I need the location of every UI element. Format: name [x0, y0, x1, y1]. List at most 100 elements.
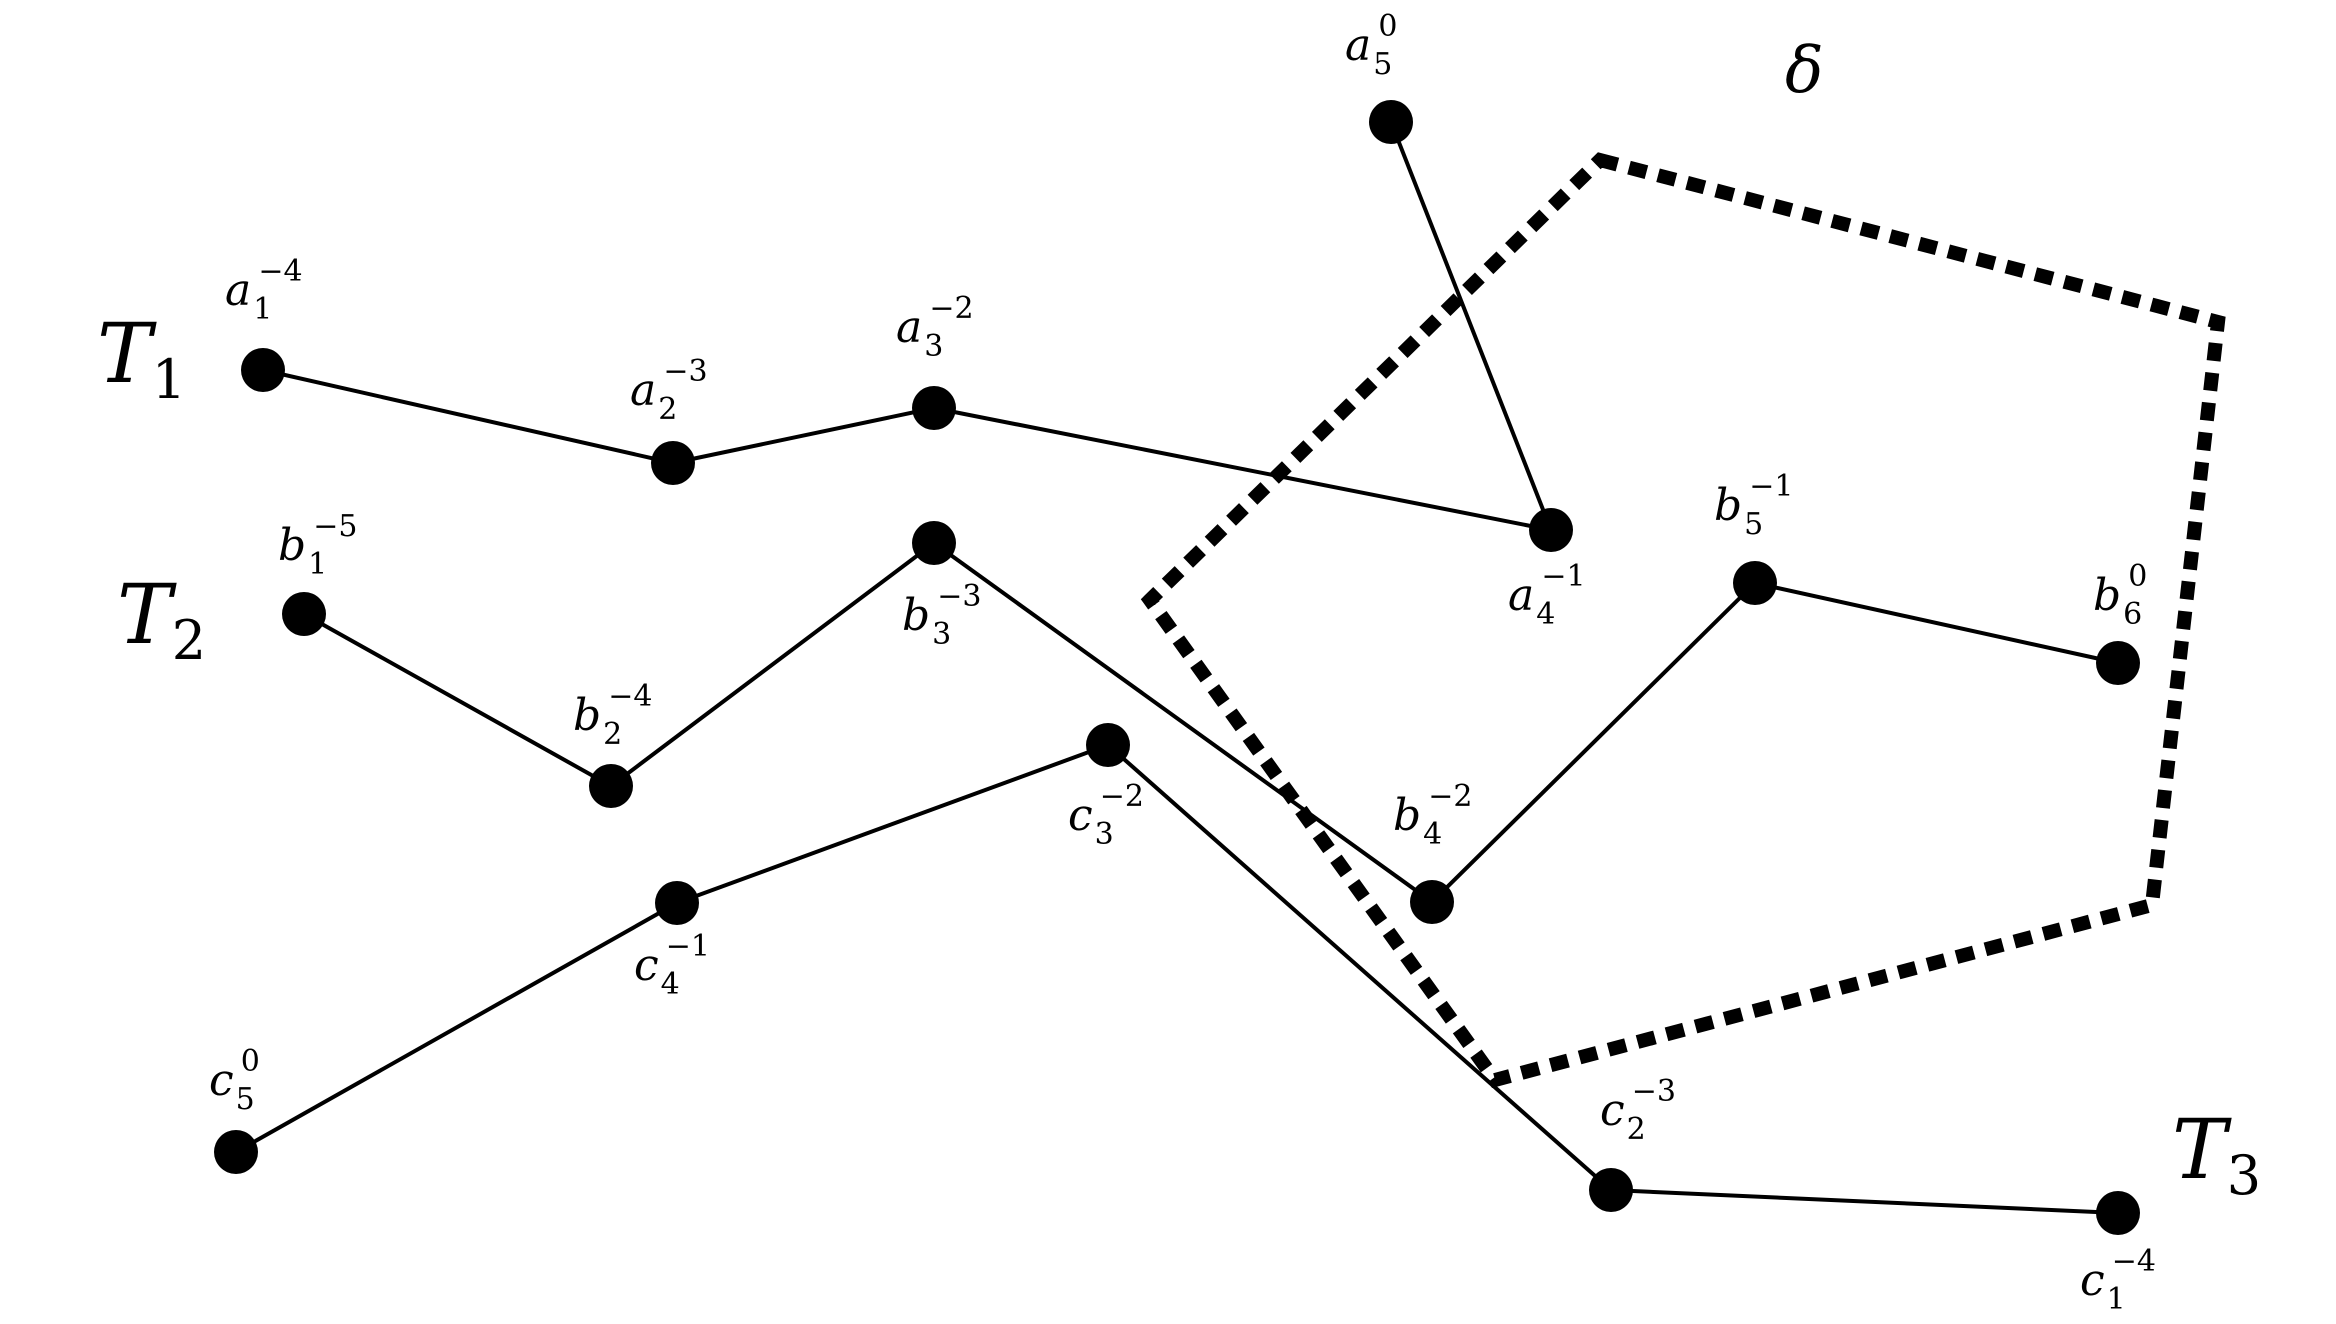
- edges-layer: [235, 121, 2119, 1215]
- node-label-c1-base: c: [2080, 1255, 2105, 1306]
- node-label-c1-sub: 1: [2107, 1282, 2126, 1317]
- node-c2: [1589, 1168, 1633, 1212]
- node-b1: [282, 592, 326, 636]
- node-label-b5: b5−1: [1714, 469, 1794, 542]
- node-label-b2-base: b: [573, 690, 601, 741]
- edge-b1-b2: [303, 612, 612, 788]
- tree-label-t3-sub: 3: [2227, 1144, 2261, 1207]
- node-label-a4: a4−1: [1508, 559, 1586, 632]
- node-label-c3-sub: 3: [1095, 817, 1114, 852]
- node-label-a3-sub: 3: [924, 329, 943, 364]
- nodes-layer: [214, 100, 2140, 1235]
- node-a3: [912, 386, 956, 430]
- node-label-b6-sub: 6: [2123, 597, 2142, 632]
- node-label-b1-sub: 1: [308, 547, 327, 582]
- tree-label-t1: T1: [97, 307, 186, 411]
- node-label-a3-sup: −2: [929, 291, 973, 326]
- node-label-c2: c2−3: [1600, 1074, 1676, 1147]
- node-label-a3-base: a: [896, 302, 922, 353]
- tree-label-t2-name: T: [117, 568, 177, 663]
- node-label-b4-sup: −2: [1428, 779, 1472, 814]
- node-label-b2-sub: 2: [603, 717, 622, 752]
- node-label-a5-sub: 5: [1373, 47, 1392, 82]
- node-b6: [2096, 641, 2140, 685]
- node-label-c3: c3−2: [1068, 779, 1144, 852]
- edge-b4-b5: [1430, 581, 1757, 904]
- node-label-c5: c50: [209, 1044, 260, 1117]
- node-label-a3: a3−2: [896, 291, 974, 364]
- node-label-a1-base: a: [225, 265, 251, 316]
- tree-label-t2-sub: 2: [172, 609, 206, 672]
- node-label-c4-base: c: [634, 940, 659, 991]
- node-label-c4: c4−1: [634, 929, 710, 1002]
- node-label-b3: b3−3: [902, 579, 982, 652]
- node-label-c3-sup: −2: [1100, 779, 1144, 814]
- node-label-a5-sup: 0: [1378, 9, 1397, 44]
- node-c5: [214, 1130, 258, 1174]
- node-label-c2-sub: 2: [1627, 1112, 1646, 1147]
- node-label-c2-base: c: [1600, 1085, 1625, 1136]
- node-label-a5-base: a: [1345, 20, 1371, 71]
- node-label-c4-sub: 4: [661, 967, 680, 1002]
- edge-a2-a3: [672, 406, 935, 465]
- edge-b3-b4: [932, 541, 1434, 904]
- node-label-a2-sub: 2: [658, 392, 677, 427]
- node-label-b2: b2−4: [573, 679, 653, 752]
- node-c1: [2096, 1191, 2140, 1235]
- edge-b2-b3: [609, 541, 936, 788]
- node-a1: [241, 348, 285, 392]
- node-a4: [1529, 508, 1573, 552]
- tree-label-t3: T3: [2172, 1103, 2261, 1207]
- edge-b5-b6: [1754, 581, 2119, 665]
- node-label-a1-sup: −4: [258, 254, 302, 289]
- node-c3: [1086, 723, 1130, 767]
- tree-label-t1-sub: 1: [152, 348, 186, 411]
- node-label-a2-sup: −3: [663, 354, 707, 389]
- node-label-b1-base: b: [278, 520, 306, 571]
- node-a5: [1369, 100, 1413, 144]
- node-label-b3-sup: −3: [937, 579, 981, 614]
- node-label-b5-sub: 5: [1744, 507, 1763, 542]
- node-label-b1-sup: −5: [313, 509, 357, 544]
- node-label-a1: a1−4: [225, 254, 303, 327]
- edge-c3-c2: [1106, 743, 1613, 1192]
- node-label-b4: b4−2: [1393, 779, 1473, 852]
- tree-label-t3-name: T: [2172, 1103, 2232, 1198]
- node-label-a2-base: a: [630, 365, 656, 416]
- tree-label-t2: T2: [117, 568, 206, 672]
- edge-c2-c1: [1610, 1188, 2119, 1215]
- node-label-c5-sup: 0: [241, 1044, 260, 1079]
- node-label-a5: a50: [1345, 9, 1397, 82]
- node-label-b4-sub: 4: [1423, 817, 1442, 852]
- region-label-delta: δ: [1785, 34, 1824, 108]
- edge-a4-a5: [1389, 121, 1553, 531]
- node-label-b1: b1−5: [278, 509, 358, 582]
- node-b2: [589, 764, 633, 808]
- node-label-a2: a2−3: [630, 354, 708, 427]
- node-label-a4-sup: −1: [1541, 559, 1585, 594]
- tree-label-t1-name: T: [97, 307, 157, 402]
- node-label-a4-base: a: [1508, 570, 1534, 621]
- node-label-c1: c1−4: [2080, 1244, 2156, 1317]
- node-a2: [651, 441, 695, 485]
- edge-c5-c4: [235, 901, 678, 1154]
- node-label-b6-base: b: [2093, 570, 2121, 621]
- node-b5: [1733, 561, 1777, 605]
- node-label-c2-sup: −3: [1632, 1074, 1676, 1109]
- node-label-a4-sub: 4: [1536, 597, 1555, 632]
- region-delta-boundary: [1140, 152, 2226, 1089]
- edge-a1-a2: [262, 368, 674, 465]
- edge-c4-c3: [676, 743, 1109, 905]
- node-label-c5-base: c: [209, 1055, 234, 1106]
- node-b3: [912, 521, 956, 565]
- node-label-a1-sub: 1: [253, 292, 272, 327]
- node-labels-layer: a1−4a2−3a3−2a4−1a50b1−5b2−4b3−3b4−2b5−1b…: [209, 9, 2156, 1317]
- node-label-b6: b60: [2093, 559, 2147, 632]
- node-label-b5-base: b: [1714, 480, 1742, 531]
- node-label-b5-sup: −1: [1749, 469, 1793, 504]
- node-b4: [1410, 880, 1454, 924]
- node-label-c1-sup: −4: [2112, 1244, 2156, 1279]
- node-label-c3-base: c: [1068, 790, 1093, 841]
- node-label-b3-sub: 3: [932, 617, 951, 652]
